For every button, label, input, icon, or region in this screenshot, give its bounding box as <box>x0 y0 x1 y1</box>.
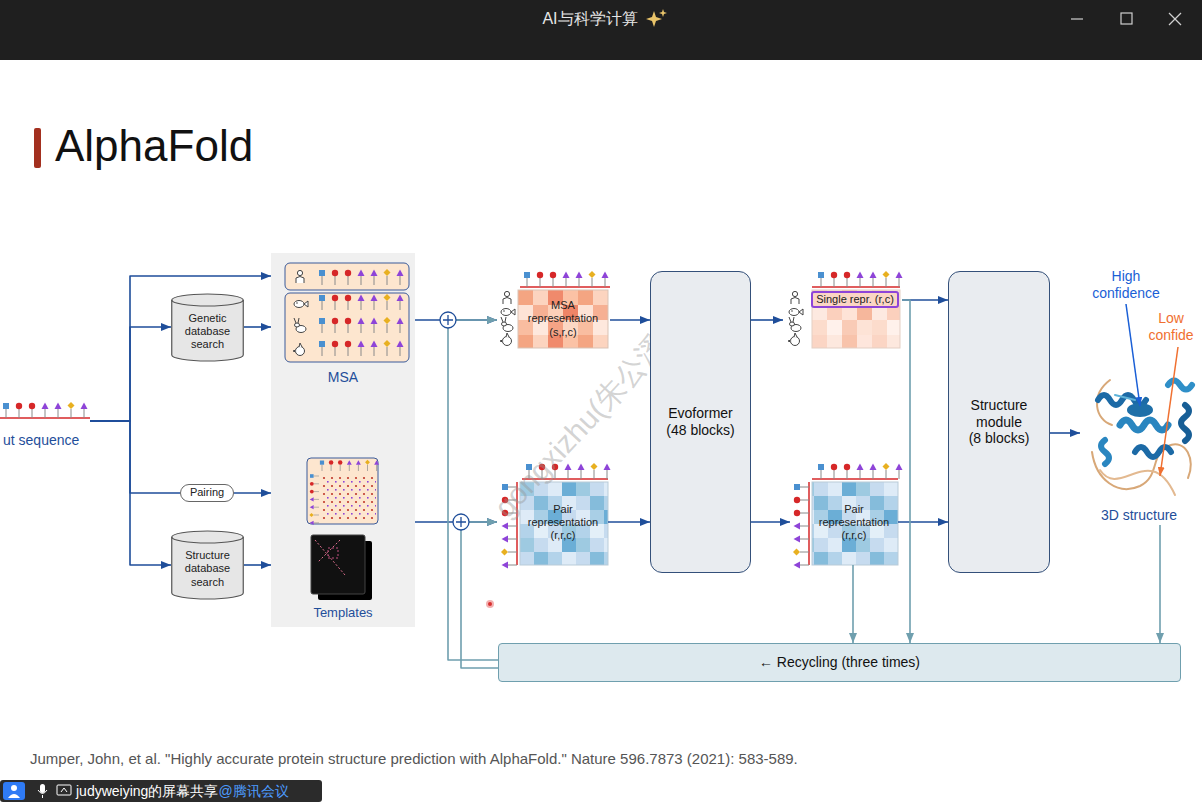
pointer-dot <box>486 600 494 608</box>
title-bar <box>0 0 1202 60</box>
structure-node: 3D structure <box>1080 355 1198 525</box>
connector-arrow <box>898 521 948 523</box>
cylinder-rim <box>172 537 244 543</box>
node-label: 3D structure <box>1101 507 1177 524</box>
sequence-node: ut sequence <box>0 405 90 451</box>
protein-illustration <box>1092 380 1192 495</box>
connector-arrow <box>90 276 271 421</box>
representation-box: Pair representation (r,r,c) <box>497 458 608 565</box>
templates-panel: Templates <box>271 450 415 625</box>
node-label: Pairing <box>190 486 224 499</box>
citation-caption: Jumper, John, et al. "Highly accurate pr… <box>30 750 798 768</box>
node-label: Single repr. (r,c) <box>811 291 899 308</box>
slide-title: AlphaFold <box>55 121 253 171</box>
node-label: Templates <box>313 605 372 621</box>
module-box: Structure module (8 blocks) <box>948 271 1050 573</box>
cylinder-body <box>172 531 244 599</box>
sparkle-icon <box>646 9 667 27</box>
node-label: ← Recycling (three times) <box>759 654 920 671</box>
connector-arrow <box>90 327 171 421</box>
title-holder: AlphaFold <box>55 121 253 171</box>
callout-label-holder: High confidence <box>1084 268 1168 302</box>
database-cylinder: Genetic database search <box>171 293 244 362</box>
share-bar <box>0 780 322 802</box>
input-panel <box>271 253 415 627</box>
representation-box: MSA representation (s,r,c) <box>497 268 610 350</box>
window-title-holder: AI与科学计算 <box>440 9 740 28</box>
connector-arrow <box>1050 432 1080 434</box>
msa-illustration <box>285 263 409 362</box>
connector-arrow <box>461 522 498 668</box>
representation-box: Single repr. (r,c) <box>783 268 902 350</box>
cylinder-body <box>172 294 244 361</box>
node-label: Genetic database search <box>173 312 242 352</box>
connector-arrow <box>751 521 790 523</box>
title-accent-bar <box>34 128 41 168</box>
share-status: judyweiying的屏幕共享 <box>76 780 218 802</box>
connector-arrow <box>608 521 650 523</box>
window-title: AI与科学计算 <box>440 9 740 28</box>
recycling-band: ← Recycling (three times) <box>498 643 1181 682</box>
connector-arrow <box>90 421 171 565</box>
node-label: MSA <box>328 369 358 386</box>
connector-arrow <box>448 320 498 660</box>
node-label: ut sequence <box>3 432 79 449</box>
leader-arrow <box>1160 347 1178 476</box>
node-label: Structure module (8 blocks) <box>968 397 1030 447</box>
pair-grid-illustration <box>307 458 379 525</box>
sum-symbol <box>453 514 469 530</box>
caption-holder: Jumper, John, et al. "Highly accurate pr… <box>30 750 798 768</box>
connector-arrow <box>751 319 783 321</box>
share-status: @腾讯会议 <box>218 780 288 802</box>
node-label: Pair representation (r,r,c) <box>812 503 896 543</box>
connector-arrow <box>234 492 271 494</box>
template-images <box>311 535 372 600</box>
msa-panel: MSA <box>271 258 415 388</box>
node-label: Structure database search <box>173 549 242 589</box>
connector-arrow <box>902 300 910 643</box>
pairing-pill: Pairing <box>180 484 234 502</box>
sum-symbol <box>440 312 456 328</box>
node-label: Evoformer (48 blocks) <box>663 405 739 439</box>
single-representation-illustration <box>788 271 903 348</box>
connector-arrow <box>90 421 180 493</box>
callout-label-holder: Low confide <box>1144 310 1198 344</box>
cylinder-rim <box>172 300 244 306</box>
leader-arrow <box>1126 304 1140 406</box>
module-box: Evoformer (48 blocks) <box>650 271 751 573</box>
connector-arrow <box>1159 525 1161 643</box>
database-cylinder: Structure database search <box>171 530 244 600</box>
msa-representation-illustration <box>500 271 610 348</box>
callout-label: High confidence <box>1084 268 1168 302</box>
node-label: MSA representation (s,r,c) <box>518 299 608 339</box>
representation-box: Pair representation (r,r,c) <box>790 458 898 565</box>
connector-arrow <box>244 326 271 328</box>
connector-arrow <box>852 565 854 643</box>
input-sequence-glyphs <box>0 402 90 418</box>
connector-arrow <box>610 319 650 321</box>
window-controls <box>1071 13 1181 25</box>
node-label: Pair representation (r,r,c) <box>520 503 606 543</box>
callout-label: Low confide <box>1144 310 1198 344</box>
share-bar-text: judyweiying的屏幕共享@腾讯会议 <box>76 780 289 802</box>
pair-representation-illustration <box>793 463 903 569</box>
connector-arrow <box>244 564 271 566</box>
